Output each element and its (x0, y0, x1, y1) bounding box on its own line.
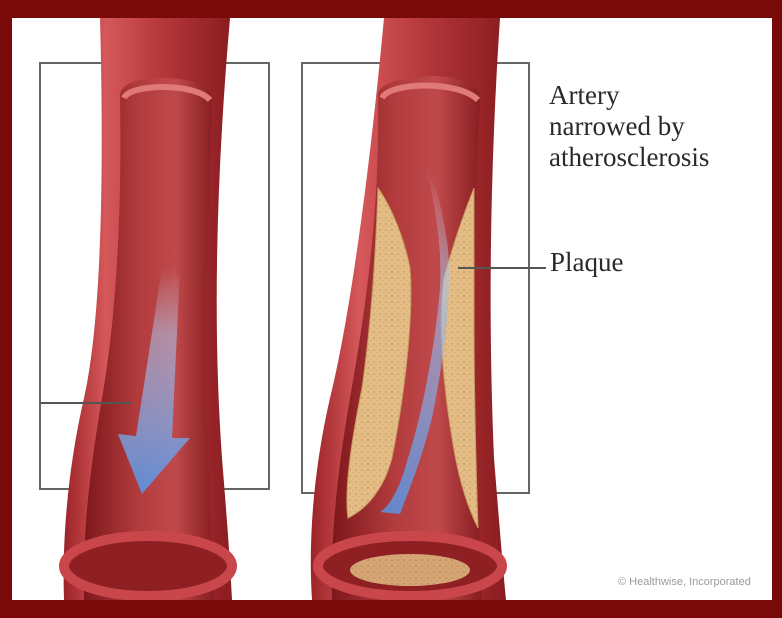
healthy-artery (64, 18, 232, 600)
artery-caption-line2: narrowed by (549, 111, 769, 142)
artery-caption: Artery narrowed by atherosclerosis (549, 80, 769, 173)
plaque-caption: Plaque (550, 247, 624, 278)
artery-caption-line1: Artery (549, 80, 769, 111)
copyright-notice: © Healthwise, Incorporated (618, 576, 751, 588)
illustration-panel: Artery narrowed by atherosclerosis Plaqu… (12, 18, 772, 600)
narrowed-artery (311, 18, 506, 600)
artery-caption-line3: atherosclerosis (549, 142, 769, 173)
